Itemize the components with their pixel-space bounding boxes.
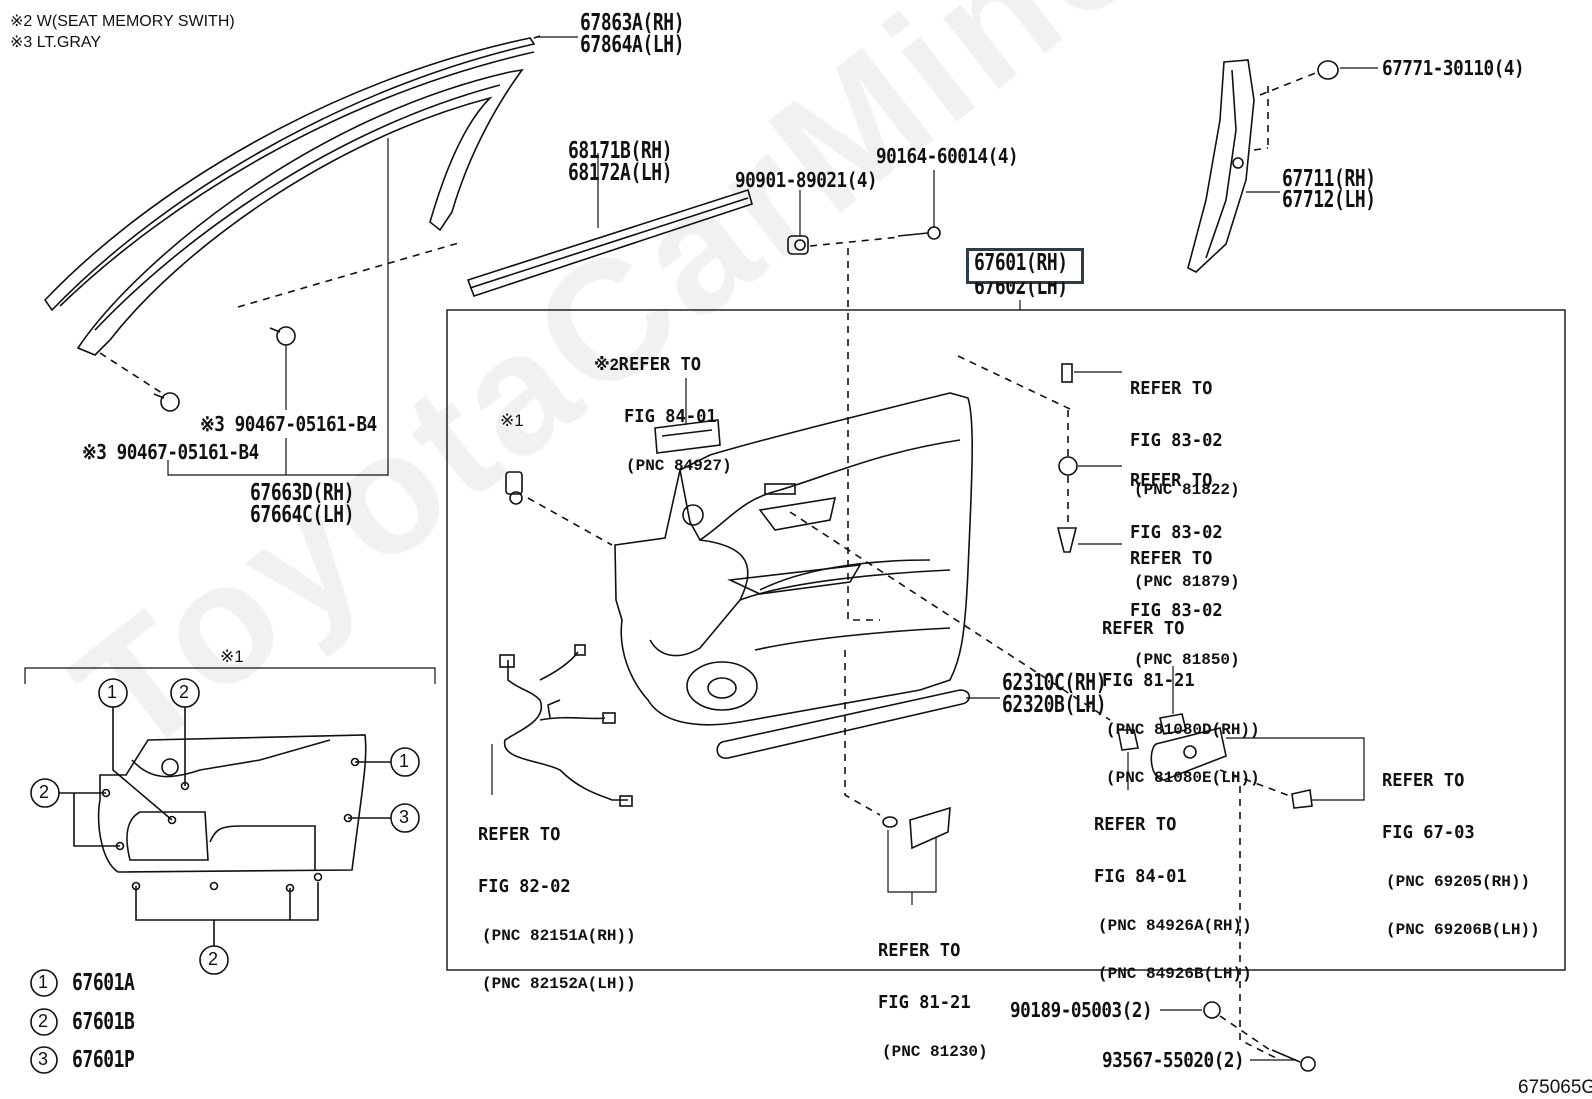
door-trim-panel <box>614 392 973 726</box>
part-label-67711[interactable]: 67711(RH) <box>1282 166 1376 192</box>
part-label-90901-89021[interactable]: 90901-89021(4) <box>735 168 878 192</box>
refer-courtesy-lamp[interactable]: REFER TO FIG 81-21 (PNC 81080D(RH)) (PNC… <box>1102 618 1260 787</box>
legend-part-67601P[interactable]: 67601P <box>72 1047 135 1073</box>
inset-title: ※1 <box>220 647 244 666</box>
highlight-box <box>966 248 1084 284</box>
part-label-67664C[interactable]: 67664C(LH) <box>250 502 355 528</box>
garnish-clip-icon <box>153 392 180 412</box>
weatherstrip-strip <box>466 153 753 298</box>
armrest-pad <box>716 689 971 759</box>
refer-seat-memory-switch[interactable]: ※2REFER TO FIG 84-01 (PNC 84927) <box>594 354 732 475</box>
lamp-81230-icon <box>882 806 951 850</box>
footnote-2: ※2 W(SEAT MEMORY SWITH) <box>10 13 235 30</box>
refer-lamp-81230[interactable]: REFER TO FIG 81-21 (PNC 81230) <box>878 940 988 1061</box>
part-label-67864A[interactable]: 67864A(LH) <box>580 32 685 58</box>
clip-mark1-icon <box>505 471 523 505</box>
screw-icon <box>897 226 941 240</box>
part-label-68172A[interactable]: 68172A(LH) <box>568 160 673 186</box>
refer-window-switch[interactable]: REFER TO FIG 84-01 (PNC 84926A(RH)) (PNC… <box>1094 814 1252 983</box>
legend-part-67601A[interactable]: 67601A <box>72 970 135 996</box>
part-label-67712[interactable]: 67712(LH) <box>1282 187 1376 213</box>
inset-callout: 2 <box>208 949 219 969</box>
part-label-68171B[interactable]: 68171B(RH) <box>568 138 673 164</box>
legend-num: 3 <box>38 1049 49 1069</box>
clip-81879-icon <box>1058 456 1078 476</box>
part-label-90467-05161-a[interactable]: ※3 90467-05161-B4 <box>200 412 377 436</box>
handle-cap-icon <box>1291 789 1313 809</box>
clip-icon <box>1317 60 1339 80</box>
inset-callout: 1 <box>399 751 410 771</box>
inset-callout: 1 <box>107 682 118 702</box>
clip-81822-icon <box>1061 363 1073 383</box>
legend-num: 1 <box>38 972 49 992</box>
pillar-trim <box>1187 59 1255 273</box>
part-label-90164-60014[interactable]: 90164-60014(4) <box>876 144 1019 168</box>
part-label-67771-30110[interactable]: 67771-30110(4) <box>1382 56 1525 80</box>
part-label-67863A[interactable]: 67863A(RH) <box>580 10 685 36</box>
assembly-box <box>446 309 1566 971</box>
part-label-62310C[interactable]: 62310C(RH) <box>1002 670 1107 696</box>
refer-clip-81822[interactable]: REFER TO FIG 83-02 (PNC 81822) <box>1130 378 1240 499</box>
garnish-clip-icon <box>269 326 296 346</box>
window-garnish <box>76 68 524 356</box>
courtesy-lamp-icon <box>1159 713 1187 735</box>
mark-1-label: ※1 <box>500 411 524 430</box>
clip-81850-icon <box>1056 527 1078 553</box>
inset-callout: 2 <box>39 782 50 802</box>
refer-inside-handle[interactable]: REFER TO FIG 67-03 (PNC 69205(RH)) (PNC … <box>1382 770 1540 939</box>
part-label-67601[interactable]: 67601(RH) <box>974 250 1068 276</box>
leader-dashed <box>99 241 463 396</box>
part-label-90189-05003[interactable]: 90189-05003(2) <box>1010 998 1153 1022</box>
part-label-90467-05161-b[interactable]: ※3 90467-05161-B4 <box>82 440 259 464</box>
refer-wire-harness[interactable]: REFER TO FIG 82-02 (PNC 82151A(RH)) (PNC… <box>478 824 636 993</box>
window-switch-icon <box>1117 729 1139 751</box>
clip-nut-icon <box>787 235 809 255</box>
part-label-67663D[interactable]: 67663D(RH) <box>250 480 355 506</box>
part-label-67602[interactable]: 67602(LH) <box>974 274 1068 300</box>
legend-num: 2 <box>38 1011 49 1031</box>
part-label-62320B[interactable]: 62320B(LH) <box>1002 692 1107 718</box>
part-label-93567-55020[interactable]: 93567-55020(2) <box>1102 1048 1245 1072</box>
inset-diagram <box>24 667 436 1074</box>
inside-handle-icon <box>1150 727 1227 781</box>
footnote-3: ※3 LT.GRAY <box>10 34 102 51</box>
refer-clip-81850[interactable]: REFER TO FIG 83-02 (PNC 81850) <box>1130 548 1240 669</box>
seat-memory-switch-icon <box>654 419 721 454</box>
refer-clip-81879[interactable]: REFER TO FIG 83-02 (PNC 81879) <box>1130 470 1240 591</box>
inset-callout: 3 <box>399 807 410 827</box>
nut-bottom-icon <box>1203 1001 1221 1019</box>
wire-harness <box>499 644 633 807</box>
inset-callout: 2 <box>179 682 190 702</box>
figure-code: 675065G <box>1518 1077 1592 1098</box>
legend-part-67601B[interactable]: 67601B <box>72 1009 135 1035</box>
